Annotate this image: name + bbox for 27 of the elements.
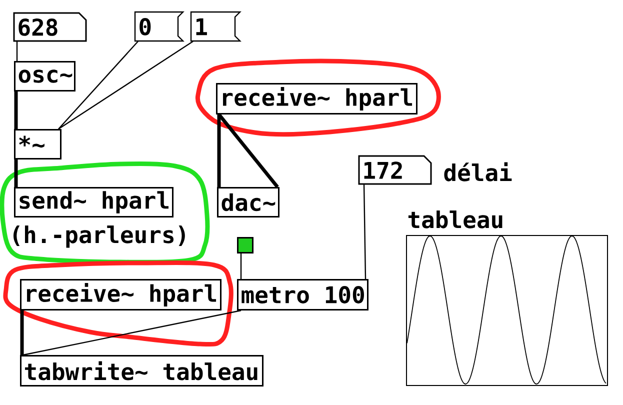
patch-cord (58, 41, 138, 130)
patch-cord (14, 160, 18, 187)
patch-cord (14, 92, 18, 129)
patch-cord (217, 114, 221, 187)
object-box: *~ (14, 129, 62, 160)
patch-cord (16, 41, 18, 61)
object-box: send~ hparl (14, 187, 174, 218)
message-box: 0 (134, 11, 184, 42)
number-box: 628 (13, 12, 87, 42)
patch-cord (20, 310, 24, 355)
object-box: dac~ (217, 187, 280, 218)
patch-cord (58, 40, 194, 130)
comment-text: (h.-parleurs) (14, 226, 185, 248)
message-box: 1 (190, 11, 242, 42)
object-box: metro 100 (237, 279, 368, 310)
object-box: osc~ (14, 61, 76, 92)
patch-cord (240, 254, 242, 279)
graph-title: tableau (408, 210, 502, 228)
number-box: 172 (358, 155, 432, 185)
patch-cord (218, 113, 279, 188)
object-box: tabwrite~ tableau (20, 355, 264, 386)
object-box: receive~ hparl (216, 83, 418, 114)
patch-cord (22, 310, 242, 356)
bang-button (237, 237, 254, 254)
patch-cord (363, 184, 366, 280)
comment-text: délai (444, 162, 512, 182)
object-box: receive~ hparl (20, 279, 222, 310)
